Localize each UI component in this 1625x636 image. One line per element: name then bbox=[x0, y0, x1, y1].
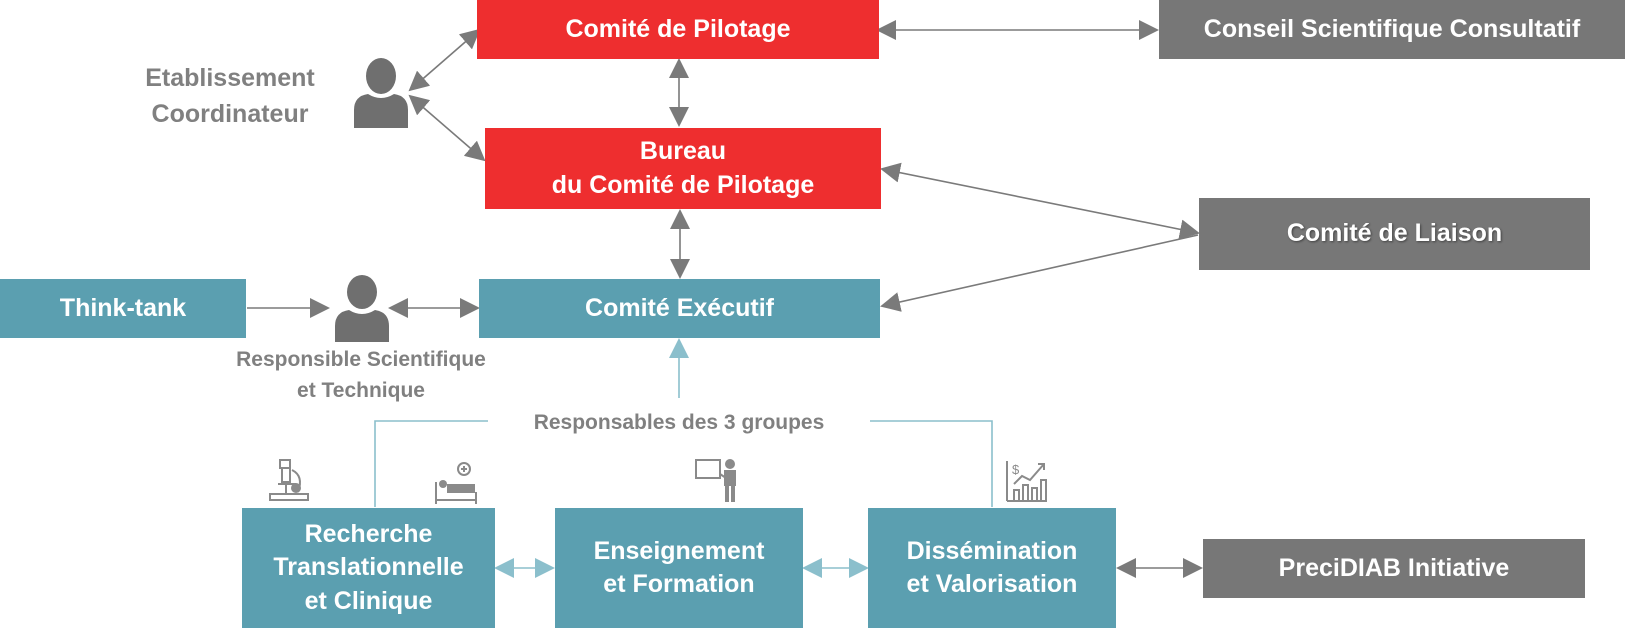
precidiab-label: PreciDIAB Initiative bbox=[1278, 553, 1510, 582]
dissemination-label-line2: et Valorisation bbox=[906, 570, 1078, 598]
teacher-board-icon bbox=[695, 459, 736, 502]
person-icon bbox=[354, 58, 408, 128]
recherche-label-line2: Translationnelle bbox=[273, 553, 464, 582]
dissemination-label-line1: Dissémination bbox=[906, 536, 1078, 565]
enseignement-box: Enseignement et Formation bbox=[555, 508, 803, 628]
bracket-right bbox=[870, 420, 993, 507]
precidiab-box: PreciDIAB Initiative bbox=[1203, 539, 1585, 598]
comite-pilotage-box: Comité de Pilotage bbox=[477, 0, 879, 59]
etablissement-label: Etablissement Coordinateur bbox=[110, 60, 350, 132]
bureau-box: Bureau du Comité de Pilotage bbox=[485, 128, 881, 209]
responsible-line2: et Technique bbox=[297, 379, 425, 402]
recherche-label-line1: Recherche bbox=[304, 519, 433, 548]
person-icon bbox=[335, 275, 389, 342]
think-tank-label: Think-tank bbox=[59, 293, 187, 322]
recherche-label-line3: et Clinique bbox=[304, 586, 433, 615]
arrow-liaison-executif bbox=[880, 234, 1199, 312]
comite-executif-label: Comité Exécutif bbox=[585, 293, 774, 322]
enseignement-label-line2: et Formation bbox=[603, 570, 755, 598]
conseil-scientifique-box: Conseil Scientifique Consultatif bbox=[1159, 0, 1625, 59]
arrow-person-pilotage bbox=[408, 28, 481, 92]
bureau-label-line1: Bureau bbox=[639, 137, 727, 165]
responsables-groupes-text: Responsables des 3 groupes bbox=[533, 411, 825, 434]
responsables-groupes-label: Responsables des 3 groupes bbox=[488, 409, 870, 437]
think-tank-box: Think-tank bbox=[0, 279, 246, 338]
growth-chart-icon: $ bbox=[1006, 461, 1047, 502]
microscope-icon bbox=[269, 459, 309, 501]
bureau-label-line2: du Comité de Pilotage bbox=[551, 170, 815, 199]
etablissement-line2: Coordinateur bbox=[151, 100, 309, 128]
comite-executif-box: Comité Exécutif bbox=[479, 279, 880, 338]
patient-bed-icon bbox=[435, 462, 477, 504]
recherche-box: Recherche Translationnelle et Clinique bbox=[242, 508, 495, 628]
bracket-left bbox=[374, 420, 488, 507]
arrow-liaison-bureau bbox=[880, 162, 1200, 240]
dissemination-box: Dissémination et Valorisation bbox=[868, 508, 1116, 628]
comite-liaison-box: Comité de Liaison bbox=[1199, 198, 1590, 270]
etablissement-line1: Etablissement bbox=[145, 64, 315, 92]
conseil-scientifique-label: Conseil Scientifique Consultatif bbox=[1203, 14, 1581, 43]
responsible-label: Responsible Scientifique et Technique bbox=[196, 344, 526, 406]
svg-text:$: $ bbox=[1012, 462, 1020, 477]
enseignement-label-line1: Enseignement bbox=[593, 536, 765, 565]
comite-liaison-label: Comité de Liaison bbox=[1286, 219, 1503, 248]
responsible-line1: Responsible Scientifique bbox=[236, 348, 486, 371]
arrow-person-bureau bbox=[408, 94, 486, 162]
comite-pilotage-label: Comité de Pilotage bbox=[565, 14, 791, 43]
